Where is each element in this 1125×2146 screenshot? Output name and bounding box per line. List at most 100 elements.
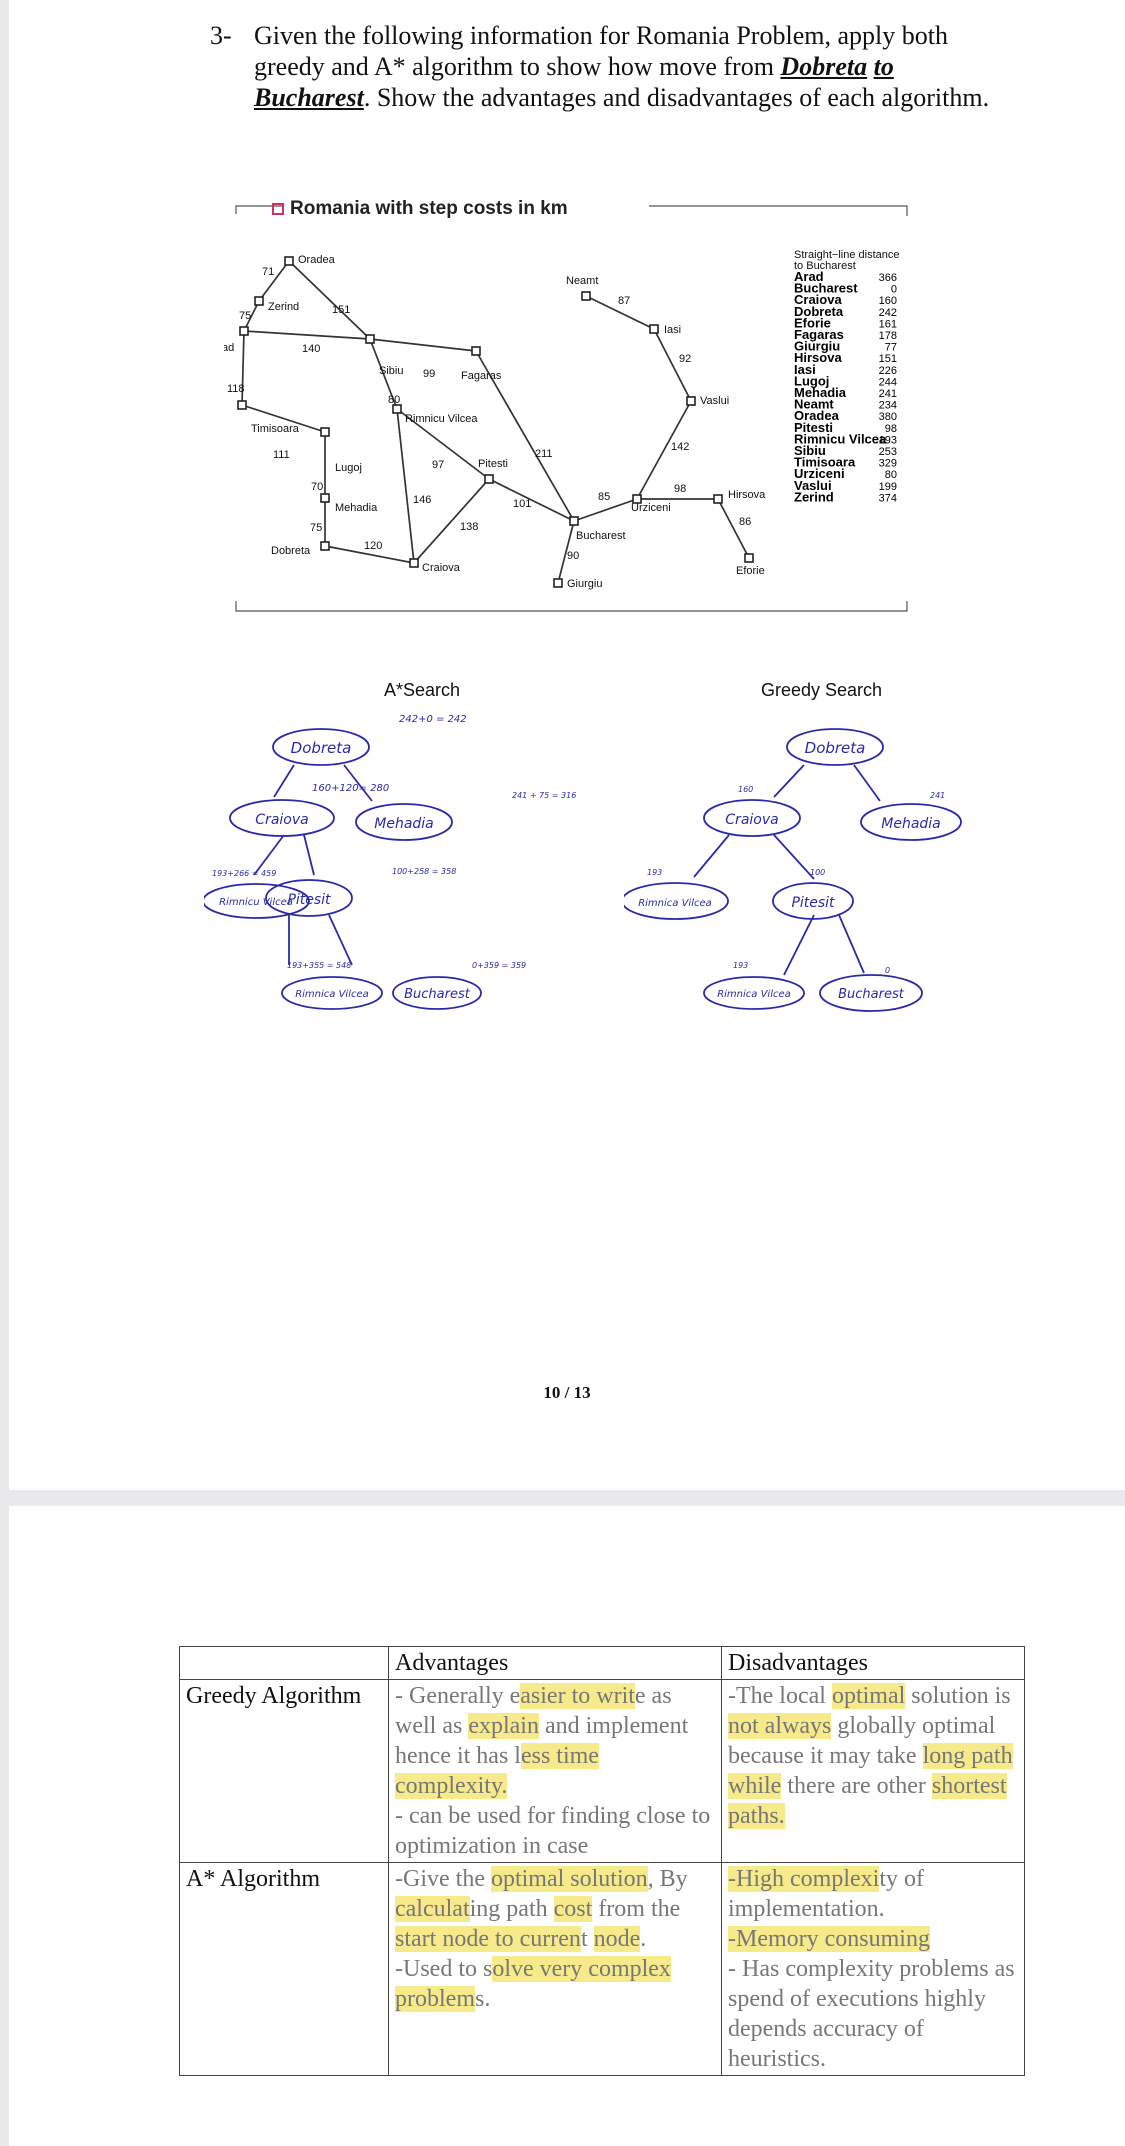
sld-distance: 366: [879, 272, 897, 284]
row-label-greedy: Greedy Algorithm: [179, 1679, 389, 1863]
greedy-disadvantages: -The local optimal solution is not alway…: [721, 1679, 1025, 1863]
city-label: Iasi: [664, 324, 681, 336]
greedy-node: Rimnica Vilcea: [717, 989, 791, 1000]
astar-node: Rimnica Vilcea: [295, 989, 369, 1000]
sld-distance: 244: [879, 376, 897, 388]
astar-node: Mehadia: [374, 816, 434, 832]
sld-distance: 98: [885, 423, 897, 435]
edge-cost: 70: [311, 481, 323, 493]
sld-city: Eforie: [794, 315, 831, 330]
sld-distance: 193: [879, 434, 897, 446]
document-page-1: 3- Given the following information for R…: [9, 0, 1125, 1490]
sld-distance: 241: [879, 388, 897, 400]
sld-city: Oradea: [794, 408, 840, 423]
astar-node: Rimnicu Vilcea: [219, 897, 293, 908]
city-label: Dobreta: [271, 545, 311, 557]
sld-distance: 0: [891, 284, 897, 296]
sld-distance: 380: [879, 411, 897, 423]
sld-distance: 161: [879, 318, 897, 330]
sld-distance: 199: [879, 481, 897, 493]
city-label: Pitesti: [478, 458, 508, 470]
greedy-node: Mehadia: [881, 816, 941, 832]
sld-city: Iasi: [794, 362, 816, 377]
table-header-disadvantages: Disadvantages: [721, 1646, 1025, 1680]
sld-title-1: Straight−line distance: [794, 249, 899, 261]
sld-distance: 374: [879, 492, 897, 504]
greedy-annotation: 160: [738, 785, 753, 794]
astar-tree: Dobreta Craiova Mehadia Rimnicu Vilcea P…: [204, 714, 576, 1010]
row-label-astar: A* Algorithm: [179, 1862, 389, 2076]
sld-city: Rimnicu Vilcea: [794, 431, 887, 446]
city-label: Eforie: [736, 565, 765, 577]
astar-disadvantages: -High complexity of implementation.-Memo…: [721, 1862, 1025, 2076]
table-row: A* Algorithm -Give the optimal solution,…: [179, 1862, 1025, 2076]
from-city: Dobreta: [780, 52, 868, 81]
city-label: Hirsova: [728, 489, 766, 501]
astar-annotation: 100+258 = 358: [392, 867, 456, 876]
question-number: 3-: [210, 21, 232, 50]
greedy-node: Pitesit: [791, 895, 835, 911]
edge-cost: 90: [567, 550, 579, 562]
edge-cost: 101: [513, 498, 531, 510]
edge-cost: 142: [671, 441, 689, 453]
sld-city: Pitesti: [794, 420, 833, 435]
sld-distance: 242: [879, 307, 897, 319]
city-label: Bucharest: [576, 530, 626, 542]
sld-distance: 151: [879, 353, 897, 365]
sld-city: Hirsova: [794, 350, 842, 365]
table-row: Greedy Algorithm - Generally easier to w…: [179, 1679, 1025, 1863]
astar-annotation: 241 + 75 = 316: [512, 791, 576, 800]
sld-distance: 80: [885, 469, 897, 481]
edge-cost: 211: [535, 448, 553, 460]
edge-cost: 86: [739, 516, 751, 528]
sld-distance: 226: [879, 365, 897, 377]
edge-cost: 138: [460, 521, 478, 533]
sld-city: Mehadia: [794, 385, 847, 400]
sld-distance: 253: [879, 446, 897, 458]
greedy-annotation: 100: [810, 868, 825, 877]
table-header-cell: [179, 1646, 389, 1680]
greedy-tree: Dobreta Craiova Mehadia Rimnica Vilcea P…: [624, 728, 962, 1012]
sld-distance: 77: [885, 342, 897, 354]
greedy-node: Dobreta: [805, 739, 866, 757]
astar-node: Bucharest: [404, 987, 471, 1002]
city-label: Sibiu: [379, 365, 403, 377]
greedy-title: Greedy Search: [761, 680, 883, 700]
city-label: Neamt: [566, 275, 598, 287]
astar-annotation: 0+359 = 359: [472, 961, 526, 970]
greedy-advantages: - Generally easier to write as well as e…: [388, 1679, 722, 1863]
sld-city: Bucharest: [794, 281, 858, 296]
astar-title: A*Search: [384, 680, 461, 700]
city-label: Zerind: [268, 301, 299, 313]
greedy-node: Craiova: [725, 812, 778, 828]
edge-cost: 85: [598, 491, 610, 503]
sld-city: Timisoara: [794, 455, 856, 470]
city-label: Fagaras: [461, 370, 502, 382]
sld-city: Giurgiu: [794, 339, 840, 354]
edge-cost: 87: [618, 295, 630, 307]
greedy-annotation: 193: [733, 961, 748, 970]
greedy-node: Rimnica Vilcea: [638, 898, 712, 909]
sld-distance: 329: [879, 458, 897, 470]
astar-annotation: 193+266 = 459: [212, 869, 276, 878]
sld-city: Zerind: [794, 489, 834, 504]
edge-cost: 111: [273, 449, 290, 461]
astar-node: Pitesit: [287, 892, 331, 908]
sld-city: Lugoj: [794, 373, 829, 388]
sld-city: Arad: [794, 269, 824, 284]
edge-cost: 80: [388, 394, 400, 406]
city-label: Giurgiu: [567, 578, 602, 590]
edge-cost: 98: [674, 483, 686, 495]
edge-cost: 75: [310, 522, 322, 534]
sld-city: Fagaras: [794, 327, 844, 342]
table-header-row: Advantages Disadvantages: [179, 1646, 1025, 1680]
edge-cost: 71: [262, 266, 274, 278]
astar-node: Dobreta: [291, 739, 352, 757]
sld-city: Sibiu: [794, 443, 826, 458]
to-city: Bucharest: [254, 83, 364, 112]
greedy-annotation: 193: [647, 868, 662, 877]
page-number: 10 / 13: [543, 1383, 591, 1402]
greedy-annotation: 0: [885, 966, 890, 975]
city-label: Timisoara: [251, 423, 300, 435]
